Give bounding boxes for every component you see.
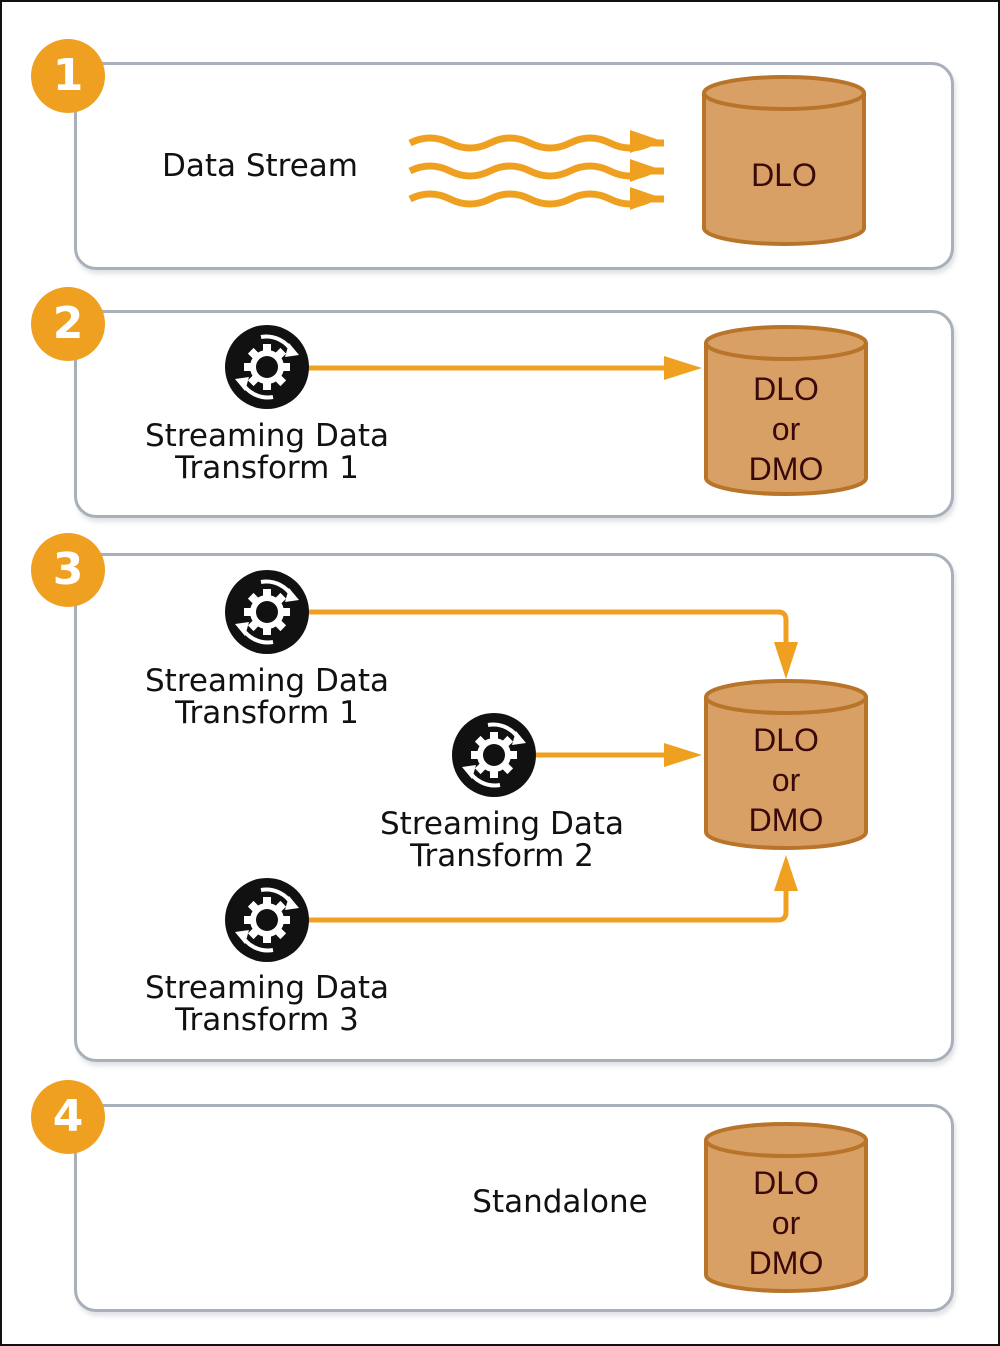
cylinder-line: DLO xyxy=(753,722,819,758)
transform-label-line1: Streaming Data xyxy=(145,663,389,699)
cylinder-line: DMO xyxy=(748,802,824,838)
cylinder-label-3: DLO or DMO xyxy=(706,720,866,840)
data-stream-label: Data Stream xyxy=(161,148,359,184)
cylinder-label-1: DLO xyxy=(704,155,864,195)
transform-label-line1: Streaming Data xyxy=(380,806,624,842)
cylinder-line: or xyxy=(771,1205,801,1241)
transform-label-line1: Streaming Data xyxy=(145,418,389,454)
cylinder-line: or xyxy=(771,762,801,798)
cylinder-line: DLO xyxy=(753,1165,819,1201)
cylinder-line: DLO xyxy=(753,371,819,407)
transform-label: Streaming Data Transform 1 xyxy=(117,420,417,484)
step-badge-2: 2 xyxy=(31,287,105,361)
transform-label: Streaming Data Transform 2 xyxy=(352,808,652,872)
step-badge-1: 1 xyxy=(31,39,105,113)
transform-label: Streaming Data Transform 1 xyxy=(117,665,417,729)
step-badge-3: 3 xyxy=(31,533,105,607)
cylinder-label-2: DLO or DMO xyxy=(706,369,866,489)
step-badge-4: 4 xyxy=(31,1080,105,1154)
standalone-label: Standalone xyxy=(472,1184,648,1220)
transform-label-line2: Transform 2 xyxy=(410,838,594,874)
transform-label-line2: Transform 1 xyxy=(175,450,359,486)
cylinder-label-4: DLO or DMO xyxy=(706,1163,866,1283)
transform-label-line2: Transform 3 xyxy=(175,1002,359,1038)
cylinder-line: or xyxy=(771,411,801,447)
transform-label-line2: Transform 1 xyxy=(175,695,359,731)
cylinder-line: DMO xyxy=(748,1245,824,1281)
transform-label-line1: Streaming Data xyxy=(145,970,389,1006)
cylinder-line: DMO xyxy=(748,451,824,487)
cylinder-line: DLO xyxy=(751,157,817,193)
transform-label: Streaming Data Transform 3 xyxy=(117,972,417,1036)
